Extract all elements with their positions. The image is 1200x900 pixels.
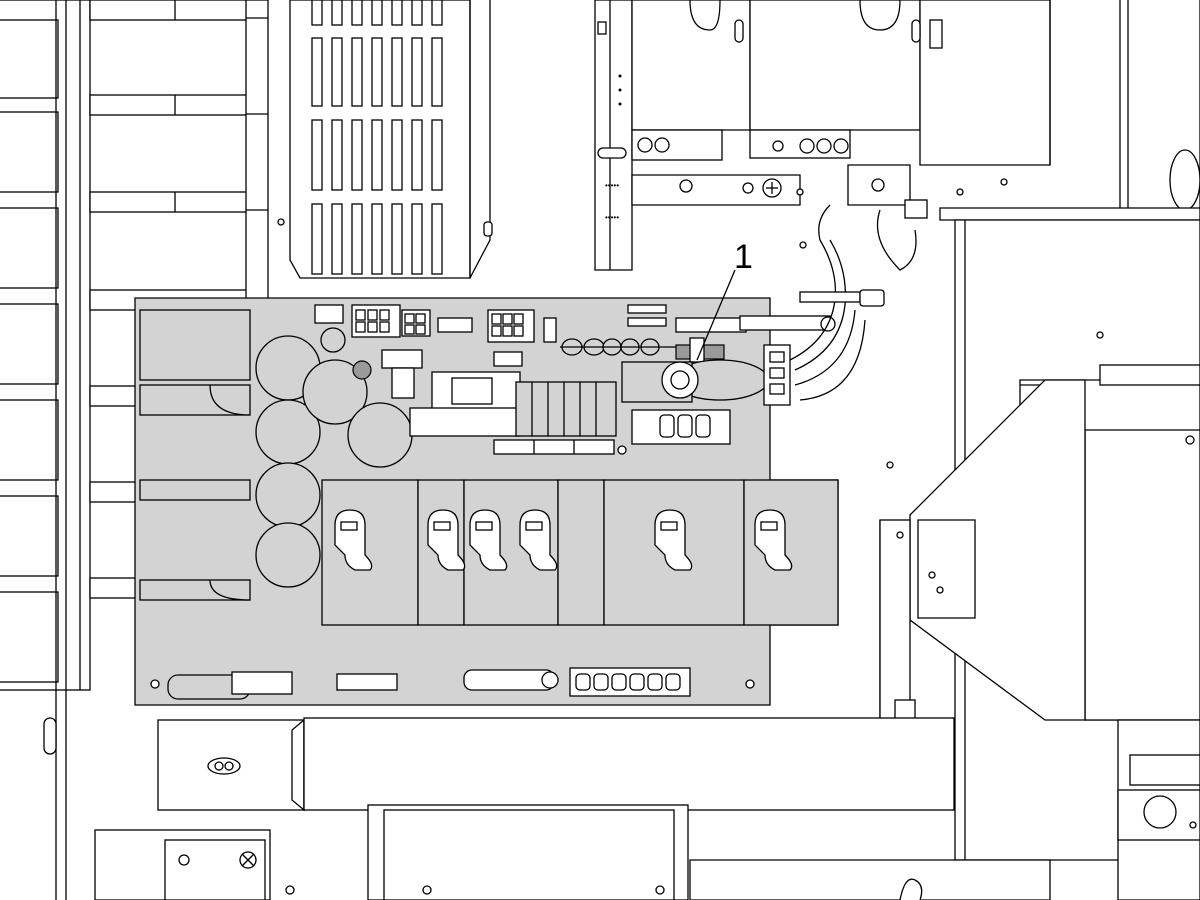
svg-text:•••••: ••••• [605,181,619,190]
top-bracket-assembly: ••••• ••••• [594,0,1051,271]
capacitor-bank-left [139,309,251,700]
relay-levers [334,509,793,571]
bottom-chassis [43,717,1051,900]
diode-row [560,315,836,356]
capacitors [255,327,413,588]
fan-slots [0,19,59,683]
relay-blocks [321,479,839,626]
small-connector [631,409,731,445]
connector [621,337,791,406]
svg-text:•••••: ••••• [605,213,619,222]
center-components [409,371,627,455]
left-fan-bank [0,0,251,900]
circuit-board [134,297,839,706]
right-chassis [879,0,1200,900]
vent-slots [311,0,443,275]
cable-harness [789,199,928,401]
power-supply-top [277,0,493,279]
callout-label: 1 [734,238,753,276]
bottom-connectors [150,667,755,697]
connector-row [314,304,667,399]
callout-1: 1 [696,238,753,361]
